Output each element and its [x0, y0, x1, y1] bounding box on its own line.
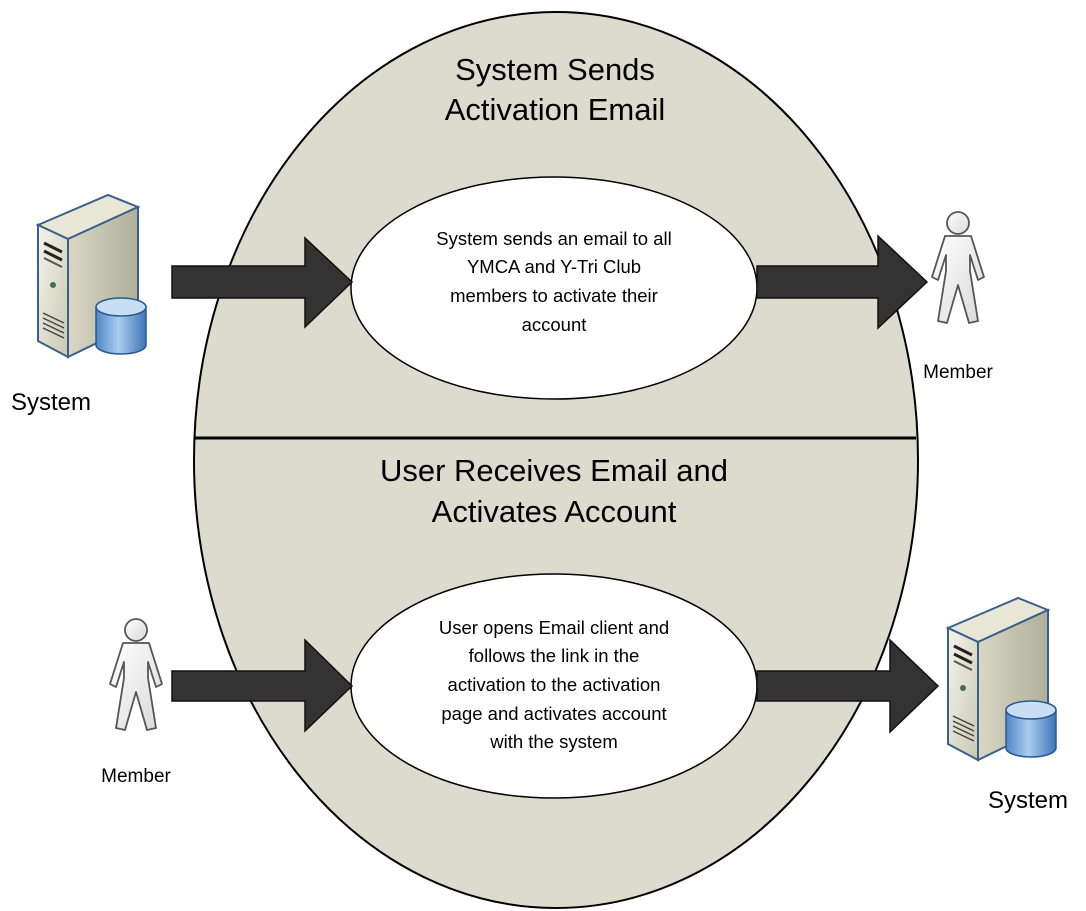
top-description-line-4: account — [522, 314, 587, 335]
bottom-description-line-3: activation to the activation — [448, 674, 661, 695]
top-incoming-arrow — [171, 236, 354, 329]
top-outgoing-arrow — [756, 234, 929, 330]
bottom-section-title-line-1: User Receives Email and — [380, 453, 728, 488]
top-section-title-line-2: Activation Email — [445, 92, 666, 127]
bottom-description-line-4: page and activates account — [441, 703, 666, 724]
bottom-description-line-1: User opens Email client and — [439, 617, 669, 638]
server-database-icon — [36, 193, 148, 359]
bottom-target-actor-label: System — [988, 787, 1068, 814]
person-icon — [109, 618, 163, 731]
top-description-line-2: YMCA and Y-Tri Club — [467, 256, 641, 277]
top-description-line-3: members to activate their — [450, 285, 658, 306]
bottom-source-actor-label: Member — [101, 766, 171, 787]
top-description-line-1: System sends an email to all — [436, 228, 671, 249]
bottom-outgoing-arrow — [756, 638, 940, 734]
bottom-description-line-5: with the system — [489, 731, 618, 752]
top-section-title-line-1: System Sends — [455, 52, 655, 87]
bottom-description-line-2: follows the link in the — [469, 645, 640, 666]
bottom-incoming-arrow — [171, 638, 354, 733]
server-database-icon — [946, 596, 1058, 762]
top-source-actor-label: System — [11, 389, 91, 416]
top-target-actor-label: Member — [923, 362, 993, 383]
bottom-section-title-line-2: Activates Account — [432, 494, 677, 529]
person-icon — [931, 211, 985, 324]
